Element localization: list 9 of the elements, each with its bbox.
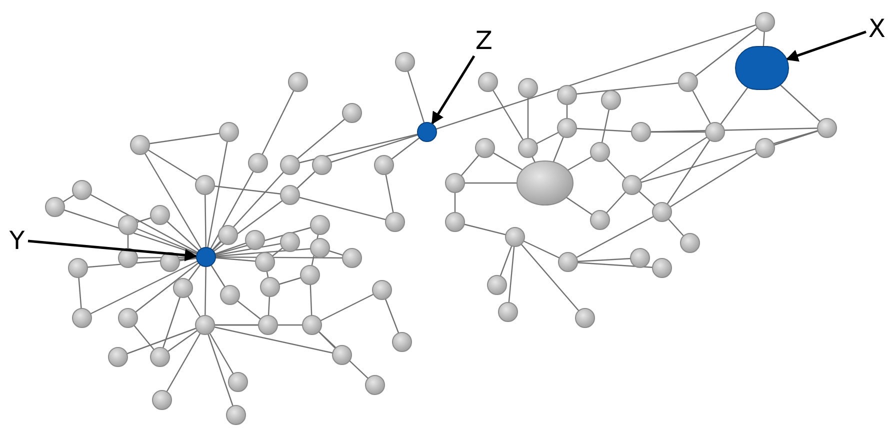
node-label: X <box>868 16 886 40</box>
highlighted-node <box>735 46 789 90</box>
highlighted-node <box>417 122 437 142</box>
leader-arrow <box>431 55 476 125</box>
leader-arrow <box>786 30 866 62</box>
highlighted-node <box>196 247 216 267</box>
node-label: Z <box>475 28 493 52</box>
node-label: Y <box>9 228 25 252</box>
leader-arrow <box>28 240 198 262</box>
